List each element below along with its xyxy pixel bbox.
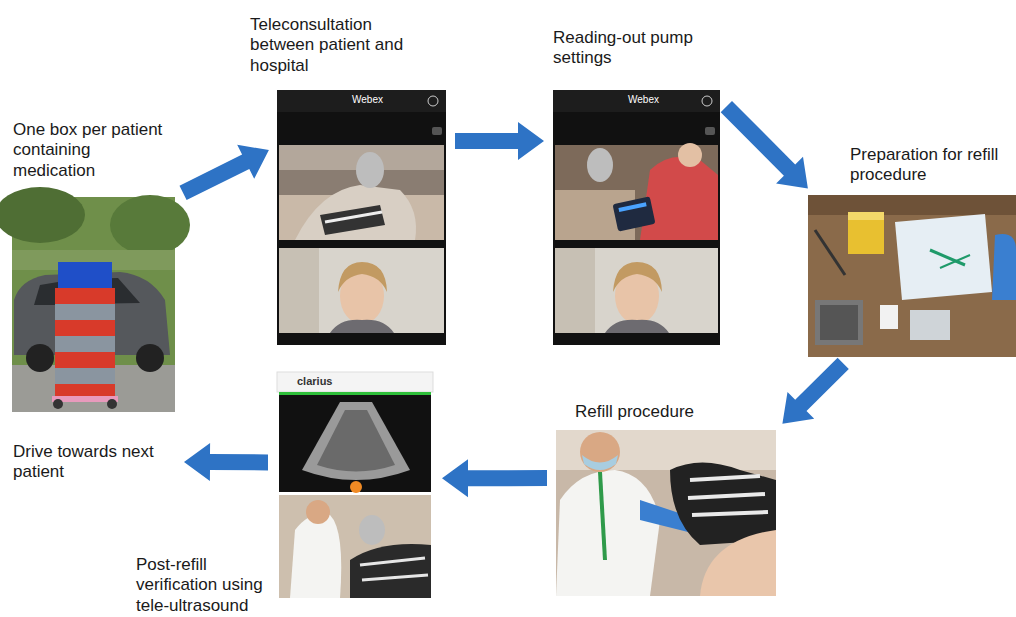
step-caption: Drive towards next patient — [13, 442, 173, 483]
step-caption: Post-refill verification using tele-ultr… — [136, 555, 276, 616]
flow-arrow — [180, 145, 269, 200]
screen-text: Webex — [352, 94, 383, 105]
step-caption: Refill procedure — [575, 402, 775, 422]
step-panel: One box per patient containing medicatio… — [12, 197, 175, 412]
flow-arrow — [455, 122, 544, 160]
crates-photo — [0, 187, 190, 412]
screen-text: clarius — [297, 375, 332, 387]
flow-arrow — [782, 358, 848, 424]
step-panel: Teleconsultation between patient and hos… — [277, 90, 446, 345]
flow-arrow — [184, 443, 268, 481]
step-caption: Preparation for refill procedure — [850, 145, 1008, 186]
refill-photo — [556, 430, 776, 596]
step-caption: Teleconsultation between patient and hos… — [250, 15, 422, 76]
flow-arrow — [442, 459, 547, 497]
step-panel: Drive towards next patient — [10, 440, 175, 492]
step-caption: Reading-out pump settings — [553, 28, 718, 69]
step-panel: Post-refill verification using tele-ultr… — [277, 372, 433, 598]
step-panel: Reading-out pump settings — [553, 90, 720, 345]
flow-arrow — [721, 101, 808, 189]
video-call-screenshot — [553, 90, 720, 345]
step-panel: Refill procedure — [556, 430, 776, 596]
video-call-screenshot — [277, 90, 446, 345]
ultrasound-screenshot — [277, 372, 433, 598]
step-panel: Preparation for refill procedure — [808, 195, 1016, 357]
screen-text: Webex — [628, 94, 659, 105]
preparation-photo — [808, 195, 1016, 357]
step-caption: One box per patient containing medicatio… — [13, 120, 165, 181]
